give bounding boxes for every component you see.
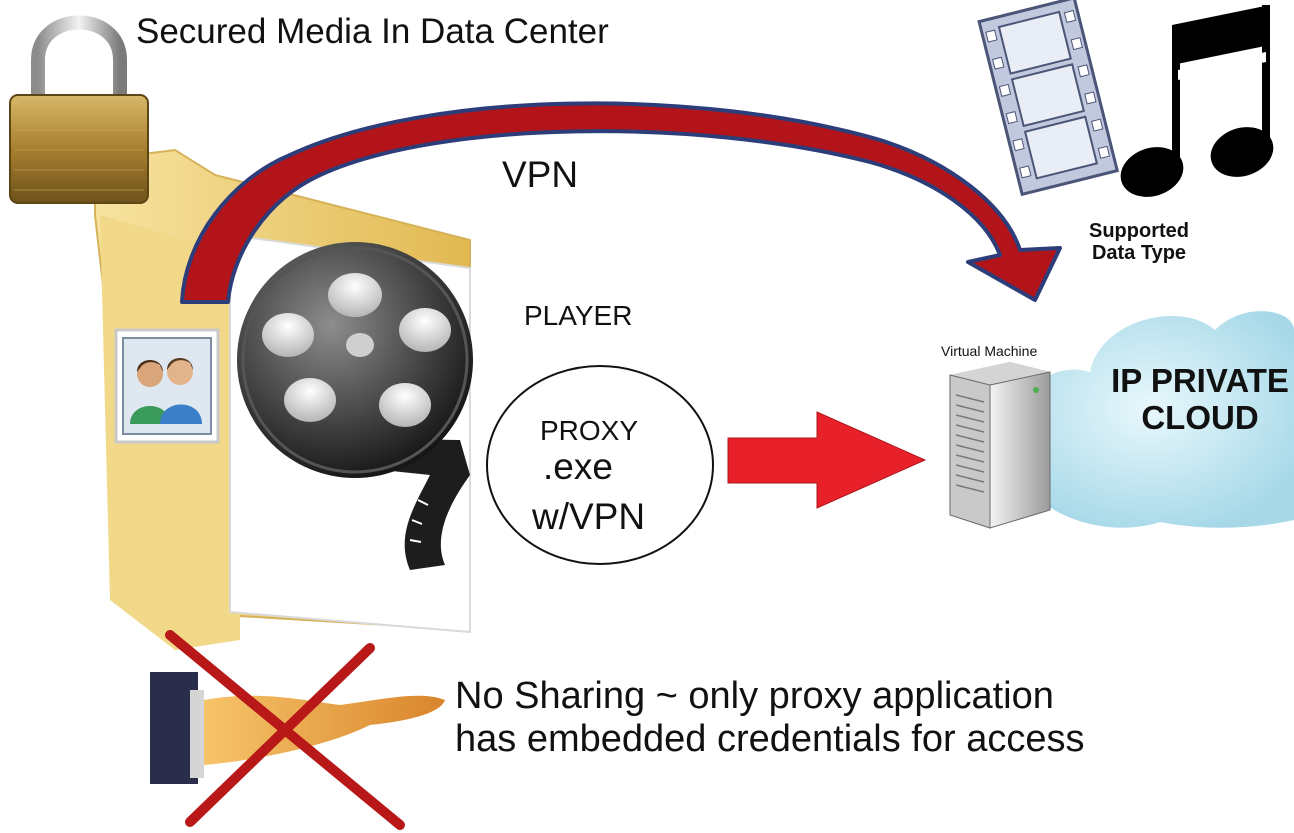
padlock-icon xyxy=(9,15,149,204)
vpn-arrow xyxy=(180,101,1062,304)
supported-data-type-label: Supported Data Type xyxy=(1089,220,1189,264)
proxy-exe-label: .exe xyxy=(543,446,613,487)
cloud-label: IP PRIVATE CLOUD xyxy=(1111,362,1289,436)
sharing-note-line-2: has embedded credentials for access xyxy=(455,718,1085,760)
sharing-hand-icon xyxy=(150,672,445,784)
virtual-machine-label: Virtual Machine xyxy=(941,343,1038,359)
proxy-arrow xyxy=(727,411,927,509)
vpn-label: VPN xyxy=(502,154,579,195)
music-note-icon xyxy=(1120,5,1274,197)
sharing-note: No Sharing ~ only proxy application has … xyxy=(455,675,1245,761)
proxy-circle xyxy=(486,365,714,565)
proxy-vpn-label: w/VPN xyxy=(532,496,646,537)
cloud-icon xyxy=(1004,311,1294,528)
film-strip-icon xyxy=(977,0,1120,197)
film-reel-icon xyxy=(237,242,473,570)
cross-out-icon xyxy=(165,630,405,830)
player-label: PLAYER xyxy=(524,300,633,331)
server-icon xyxy=(949,362,1051,529)
users-icon xyxy=(114,328,220,444)
sharing-note-line-1: No Sharing ~ only proxy application xyxy=(455,675,1054,717)
page-title: Secured Media In Data Center xyxy=(136,12,609,51)
proxy-label: PROXY xyxy=(540,415,639,446)
